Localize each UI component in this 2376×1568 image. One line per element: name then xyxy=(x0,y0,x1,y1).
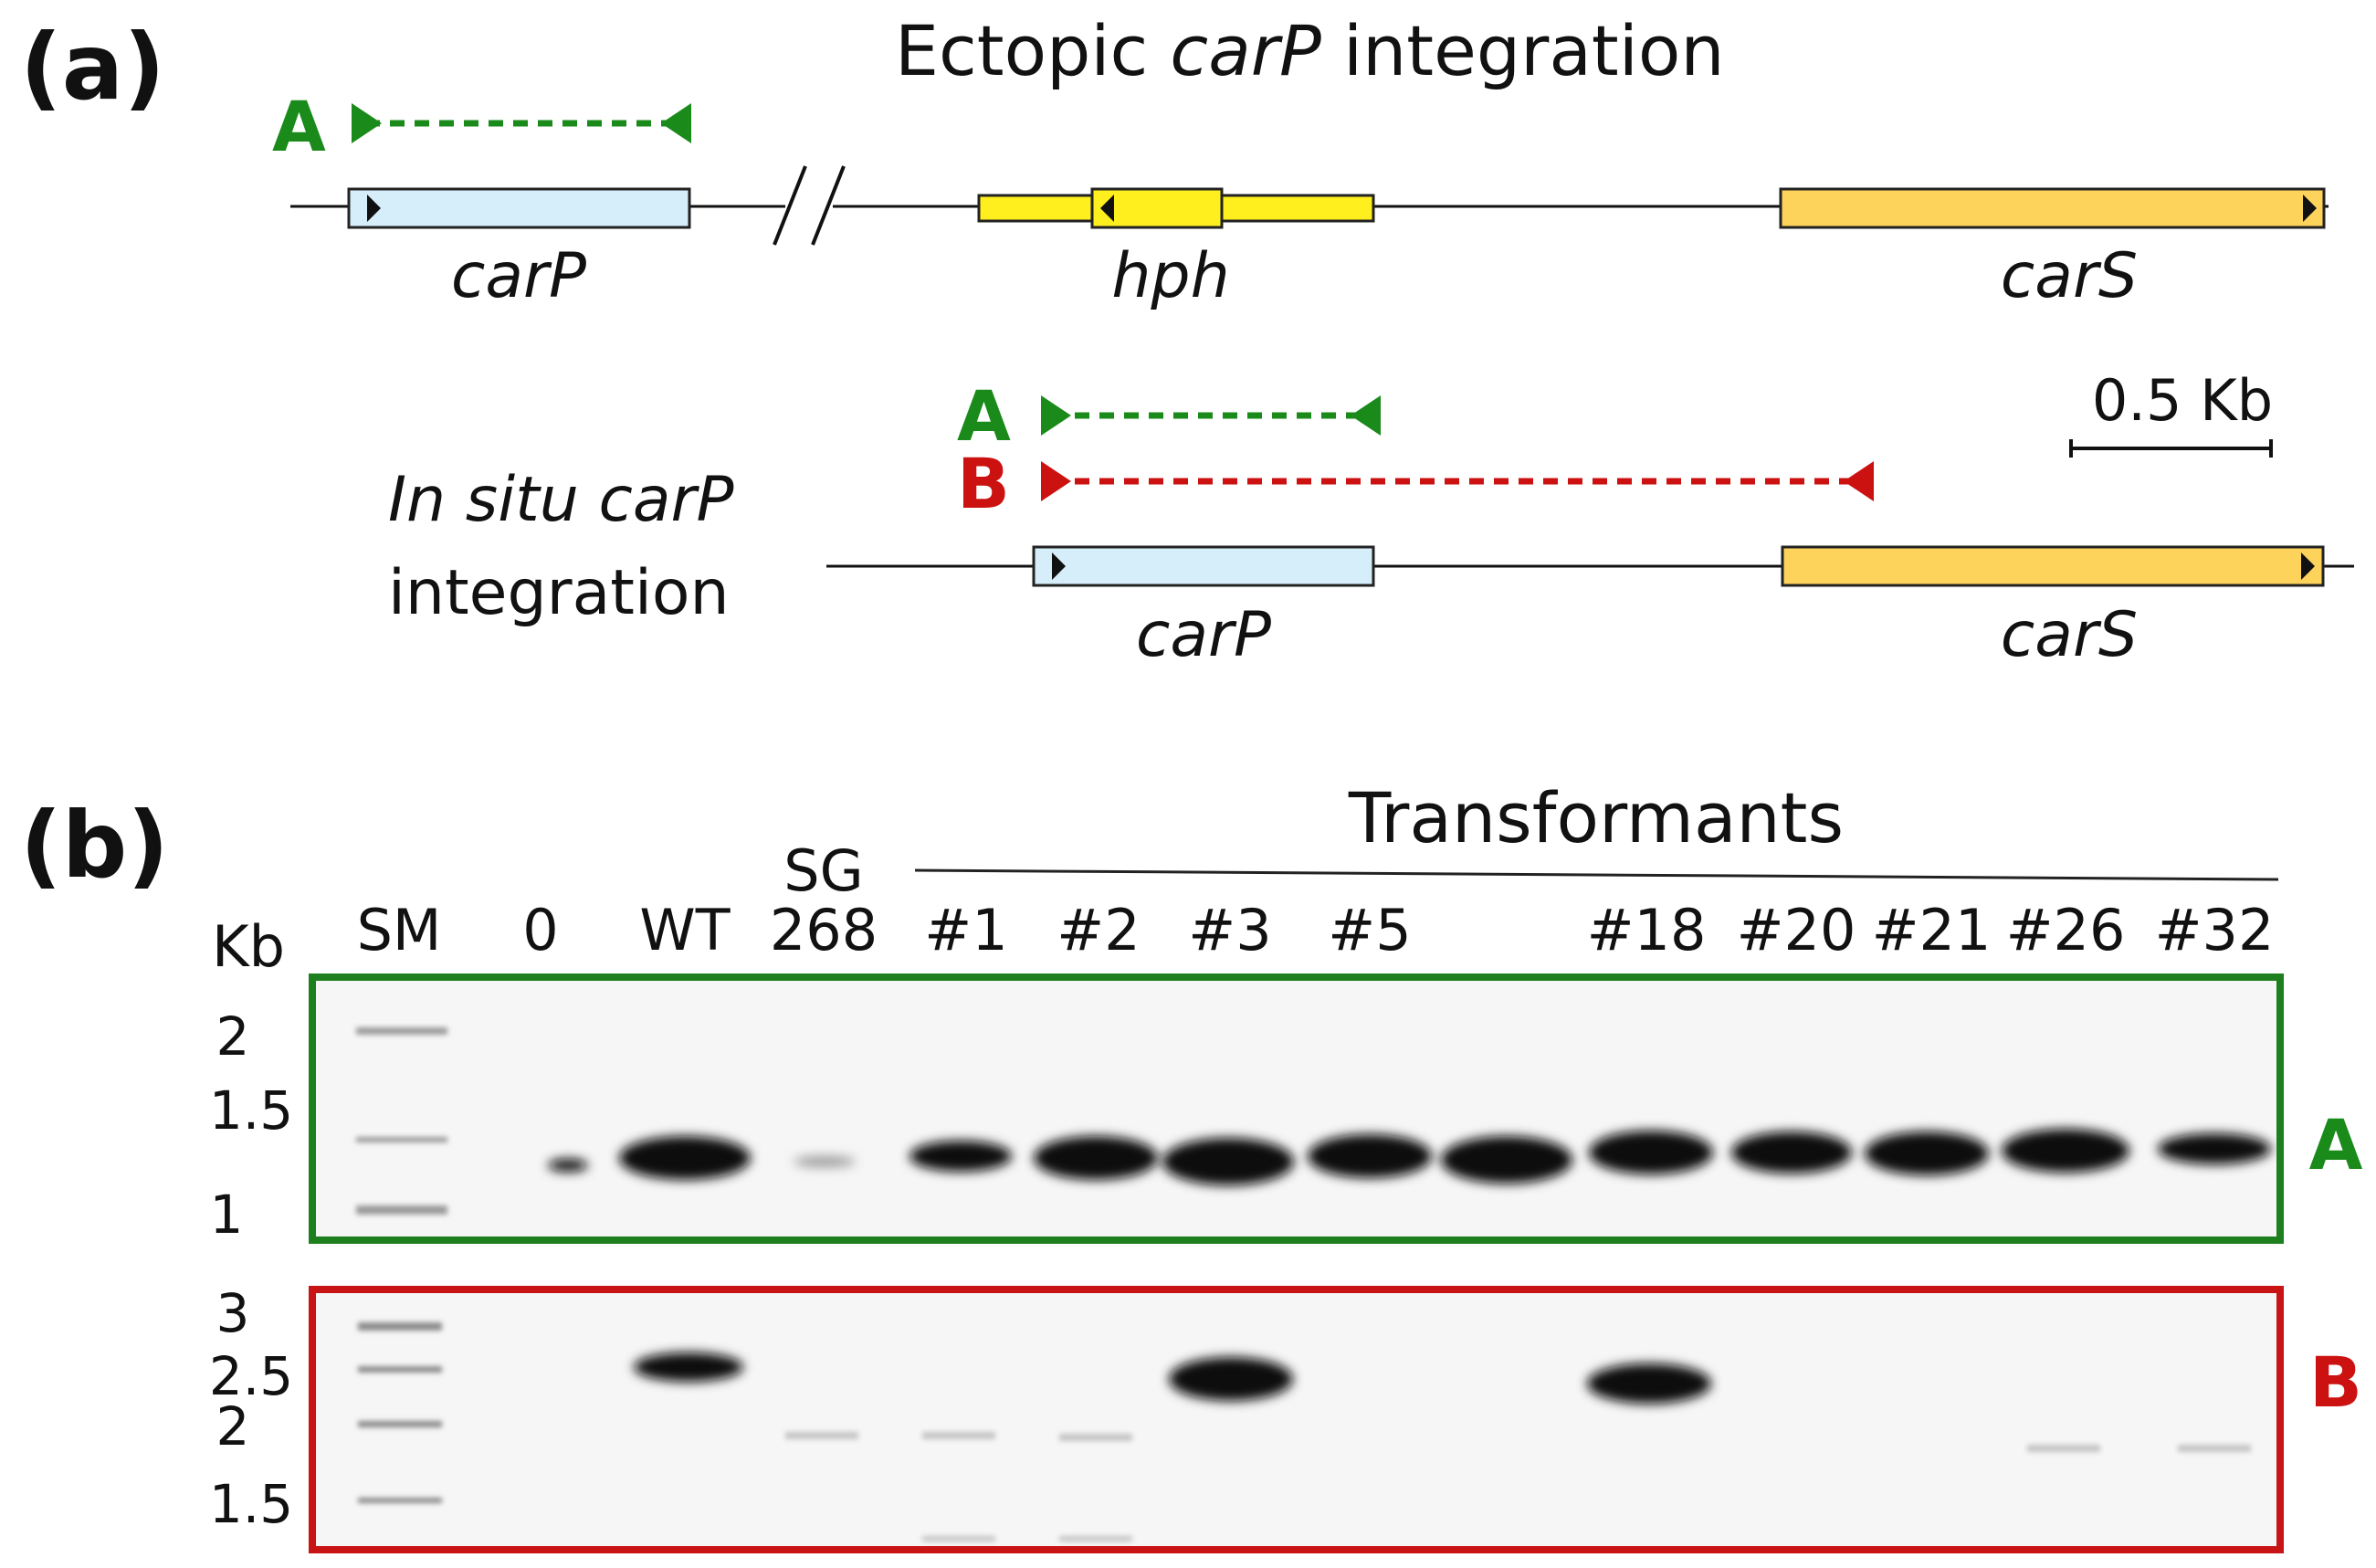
hph-label: hph xyxy=(1111,240,1229,312)
gel-b-tick-2: 2 xyxy=(216,1395,250,1458)
lane-label-5: #5 xyxy=(1328,897,1411,963)
panel-a-label: (a) xyxy=(20,14,165,121)
ectopic-title: Ectopic carP integration xyxy=(895,10,1724,91)
carP-box-ectopic xyxy=(347,187,691,229)
carS-label-insitu: carS xyxy=(2001,599,2138,671)
kb-unit-label: Kb xyxy=(212,913,285,980)
gel-b-tick-2-5: 2.5 xyxy=(209,1345,293,1407)
carS-box-ectopic xyxy=(1779,187,2326,229)
lane-label-3: #3 xyxy=(1188,897,1271,963)
insitu-locus xyxy=(826,545,2354,587)
primer-a-arrow-ectopic xyxy=(352,103,691,143)
lane-label-sg-top: SG xyxy=(783,837,863,904)
gel-b-faint-bands xyxy=(785,1432,2251,1542)
primer-a-label-insitu: A xyxy=(957,375,1011,457)
lane-label-21: #21 xyxy=(1872,897,1992,963)
carS-label-ectopic: carS xyxy=(2001,240,2138,312)
transformants-bracket xyxy=(914,868,2279,881)
lane-label-wt: WT xyxy=(639,897,731,963)
lane-label-2: #2 xyxy=(1057,897,1140,963)
gel-a-tick-1: 1 xyxy=(210,1184,244,1246)
lane-label-sg-bottom: 268 xyxy=(770,897,878,963)
lane-label-26: #26 xyxy=(2006,897,2126,963)
gel-a-tick-2: 2 xyxy=(216,1005,250,1068)
gel-a xyxy=(309,973,2284,1244)
gel-a-bands xyxy=(548,1129,2271,1185)
gel-a-tick-1-5: 1.5 xyxy=(209,1079,293,1142)
panel-b-label: (b) xyxy=(20,792,169,899)
gel-b-tick-3: 3 xyxy=(216,1282,250,1344)
gel-a-ladder xyxy=(356,1027,447,1215)
lane-label-sm: SM xyxy=(357,897,442,963)
lane-label-32: #32 xyxy=(2155,897,2275,963)
carP-label-insitu: carP xyxy=(1136,599,1271,671)
scale-bar-label: 0.5 Kb xyxy=(2092,367,2273,434)
primer-a-label-ectopic: A xyxy=(272,86,326,167)
gel-b xyxy=(309,1286,2284,1553)
ectopic-locus xyxy=(290,165,2329,246)
carP-label-ectopic: carP xyxy=(451,240,586,312)
lane-label-18: #18 xyxy=(1587,897,1707,963)
carS-box-insitu xyxy=(1781,545,2325,587)
lane-label-0: 0 xyxy=(522,897,558,963)
primer-a-arrow-insitu xyxy=(1041,395,1381,436)
insitu-title-line1: In situ carP xyxy=(388,464,733,536)
lane-label-20: #20 xyxy=(1737,897,1856,963)
gel-b-bands xyxy=(634,1352,1711,1404)
transformants-label: Transformants xyxy=(1348,777,1844,858)
lane-label-1: #1 xyxy=(924,897,1007,963)
carP-box-insitu xyxy=(1032,545,1375,587)
scale-bar xyxy=(2069,439,2273,458)
gel-a-primer-label: A xyxy=(2309,1104,2363,1185)
gel-b-tick-1-5: 1.5 xyxy=(209,1473,293,1535)
primer-b-arrow-insitu xyxy=(1041,461,1874,501)
primer-b-label-insitu: B xyxy=(957,443,1010,524)
insitu-title-line2: integration xyxy=(388,557,730,629)
gel-b-ladder xyxy=(358,1322,442,1503)
gel-b-primer-label: B xyxy=(2309,1342,2362,1423)
